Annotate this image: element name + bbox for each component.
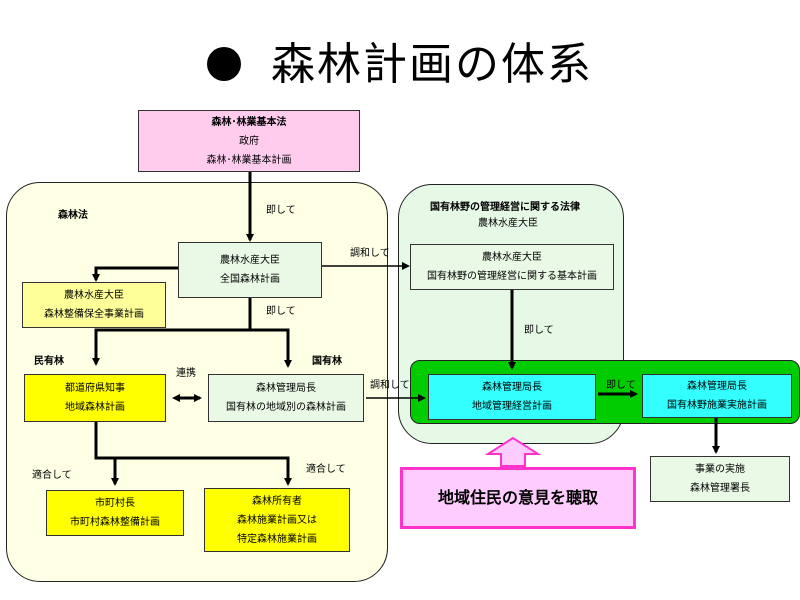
box-shoyusha-line2: 森林施業計画又は: [237, 514, 317, 526]
arrow-zenkoku-to-kokuyu-chiiki: [250, 328, 292, 368]
box-iken-text: 地域住民の意見を聴取: [437, 487, 598, 507]
kokuyu-hou-label: 国有林野の管理経営に関する法律: [430, 202, 580, 213]
label-sokushite-2: 即して: [266, 306, 296, 317]
box-jigyo: 事業の実施 森林管理署長: [650, 456, 790, 502]
bullet-icon: [207, 47, 241, 81]
label-chowa-1: 調和して: [350, 248, 390, 259]
page-title: 森林計画の体系: [0, 28, 800, 92]
box-jigyo-line1: 事業の実施: [695, 464, 745, 475]
box-todofuken-line2: 地域森林計画: [65, 402, 125, 413]
box-kokuyu-kihon-line1: 農林水産大臣: [482, 252, 542, 263]
label-chowa-2: 調和して: [370, 380, 410, 391]
shinrin-hou-label: 森林法: [58, 210, 88, 221]
arrow-zenkoku-to-seibi: [92, 266, 178, 282]
box-zenkoku-line2: 全国森林計画: [220, 274, 280, 285]
label-tekigo-2: 適合して: [306, 464, 346, 475]
box-kokuyu-chiiki-line2: 国有林の地域別の森林計画: [226, 402, 346, 413]
box-shisetsu-line2: 国有林野施業実施計画: [667, 400, 767, 411]
label-sokushite-1: 即して: [266, 205, 296, 216]
box-shoyusha: 森林所有者 森林施業計画又は 特定森林施業計画: [204, 488, 350, 552]
box-kokuyu-kihon: 農林水産大臣 国有林野の管理経営に関する基本計画: [410, 244, 614, 290]
kokuyu-hou-minister-label: 農林水産大臣: [478, 218, 538, 229]
box-seibi-line1: 農林水産大臣: [64, 290, 124, 301]
label-tekigo-1: 適合して: [32, 470, 72, 481]
box-kanri-keiei-line2: 地域管理経営計画: [472, 401, 552, 412]
iken-up-arrow: [484, 436, 542, 467]
box-todofuken-line1: 都道府県知事: [65, 383, 125, 394]
box-kihonhou-line2: 政府: [239, 135, 259, 147]
box-kihonhou-line1: 森林･林業基本法: [211, 116, 287, 128]
box-zenkoku: 農林水産大臣 全国森林計画: [178, 242, 322, 298]
box-kokuyu-chiiki: 森林管理局長 国有林の地域別の森林計画: [208, 374, 364, 422]
box-shoyusha-line1: 森林所有者: [252, 495, 302, 507]
box-shichoson-line2: 市町村森林整備計画: [70, 517, 160, 528]
box-iken: 地域住民の意見を聴取: [400, 467, 636, 529]
label-renkei: 連携: [176, 368, 196, 379]
label-minyu: 民有林: [34, 356, 64, 367]
arrow-zenkoku-split: [92, 298, 252, 366]
box-kihonhou: 森林･林業基本法 政府 森林･林業基本計画: [138, 110, 360, 172]
box-kanri-keiei: 森林管理局長 地域管理経営計画: [428, 374, 596, 420]
box-todofuken: 都道府県知事 地域森林計画: [24, 374, 166, 422]
label-sokushite-3: 即して: [524, 325, 554, 336]
title-text: 森林計画の体系: [271, 39, 593, 90]
box-kokuyu-kihon-line2: 国有林野の管理経営に関する基本計画: [427, 271, 597, 282]
box-seibi: 農林水産大臣 森林整備保全事業計画: [22, 282, 166, 328]
box-seibi-line2: 森林整備保全事業計画: [44, 309, 144, 320]
label-kokuyu: 国有林: [312, 356, 342, 367]
box-shichoson-line1: 市町村長: [95, 498, 135, 509]
box-shoyusha-line3: 特定森林施業計画: [237, 533, 317, 545]
box-jigyo-line2: 森林管理署長: [690, 483, 750, 494]
box-kokuyu-chiiki-line1: 森林管理局長: [256, 383, 316, 394]
box-zenkoku-line1: 農林水産大臣: [220, 255, 280, 266]
box-shichoson: 市町村長 市町村森林整備計画: [46, 490, 184, 536]
box-shisetsu: 森林管理局長 国有林野施業実施計画: [642, 374, 792, 418]
arrow-todofuken-to-shichoson: [94, 422, 119, 486]
box-kanri-keiei-line1: 森林管理局長: [482, 382, 542, 393]
box-shisetsu-line1: 森林管理局長: [687, 381, 747, 392]
arrow-todofuken-to-shoyusha: [115, 456, 292, 486]
label-sokushite-4: 即して: [606, 380, 636, 391]
box-kihonhou-line3: 森林･林業基本計画: [206, 154, 292, 166]
